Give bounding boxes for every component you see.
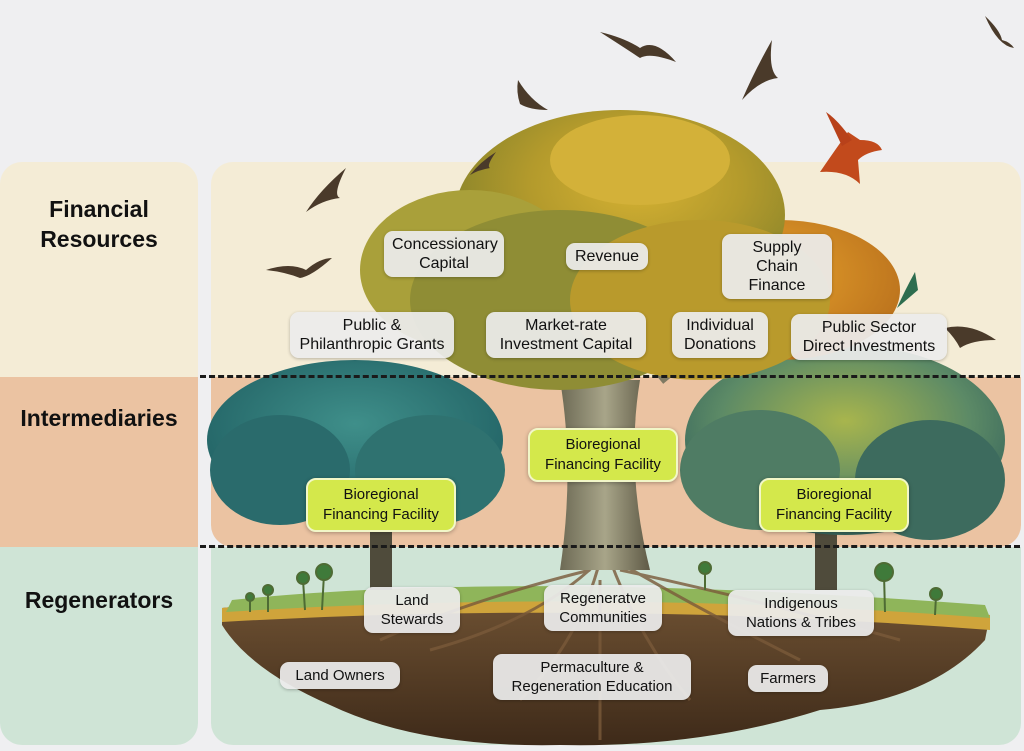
tag-individual-donations: Individual Donations [672,312,768,358]
tag-concessionary-capital: Concessionary Capital [384,231,504,277]
tag-farmers: Farmers [748,665,828,692]
regenerators-heading: Regenerators [24,587,174,613]
bioregional-financing-facility-left: Bioregional Financing Facility [306,478,456,532]
tag-public-philanthropic-grants: Public & Philanthropic Grants [290,312,454,358]
bioregional-financing-facility-right: Bioregional Financing Facility [759,478,909,532]
tag-supply-chain-finance: Supply Chain Finance [722,234,832,299]
financial-resources-heading: Financial Resources [40,196,158,252]
tag-market-rate-investment-capital: Market-rate Investment Capital [486,312,646,358]
intermediaries-heading: Intermediaries [20,405,178,431]
intermediaries-regenerators-divider [200,545,1020,548]
regenerators-label-panel [0,547,198,745]
bioregional-financing-facility-center: Bioregional Financing Facility [528,428,678,482]
financial-intermediaries-divider [200,375,1020,378]
tag-public-sector-direct-investments: Public Sector Direct Investments [791,314,947,360]
tag-permaculture-regeneration-education: Permaculture & Regeneration Education [493,654,691,700]
intermediaries-label-panel [0,377,198,547]
tag-land-stewards: Land Stewards [364,587,460,633]
tag-indigenous-nations-tribes: Indigenous Nations & Tribes [728,590,874,636]
tag-land-owners: Land Owners [280,662,400,689]
financial-resources-label-panel [0,162,198,377]
tag-regenerative-communities: Regeneratve Communities [544,585,662,631]
tag-revenue: Revenue [566,243,648,270]
